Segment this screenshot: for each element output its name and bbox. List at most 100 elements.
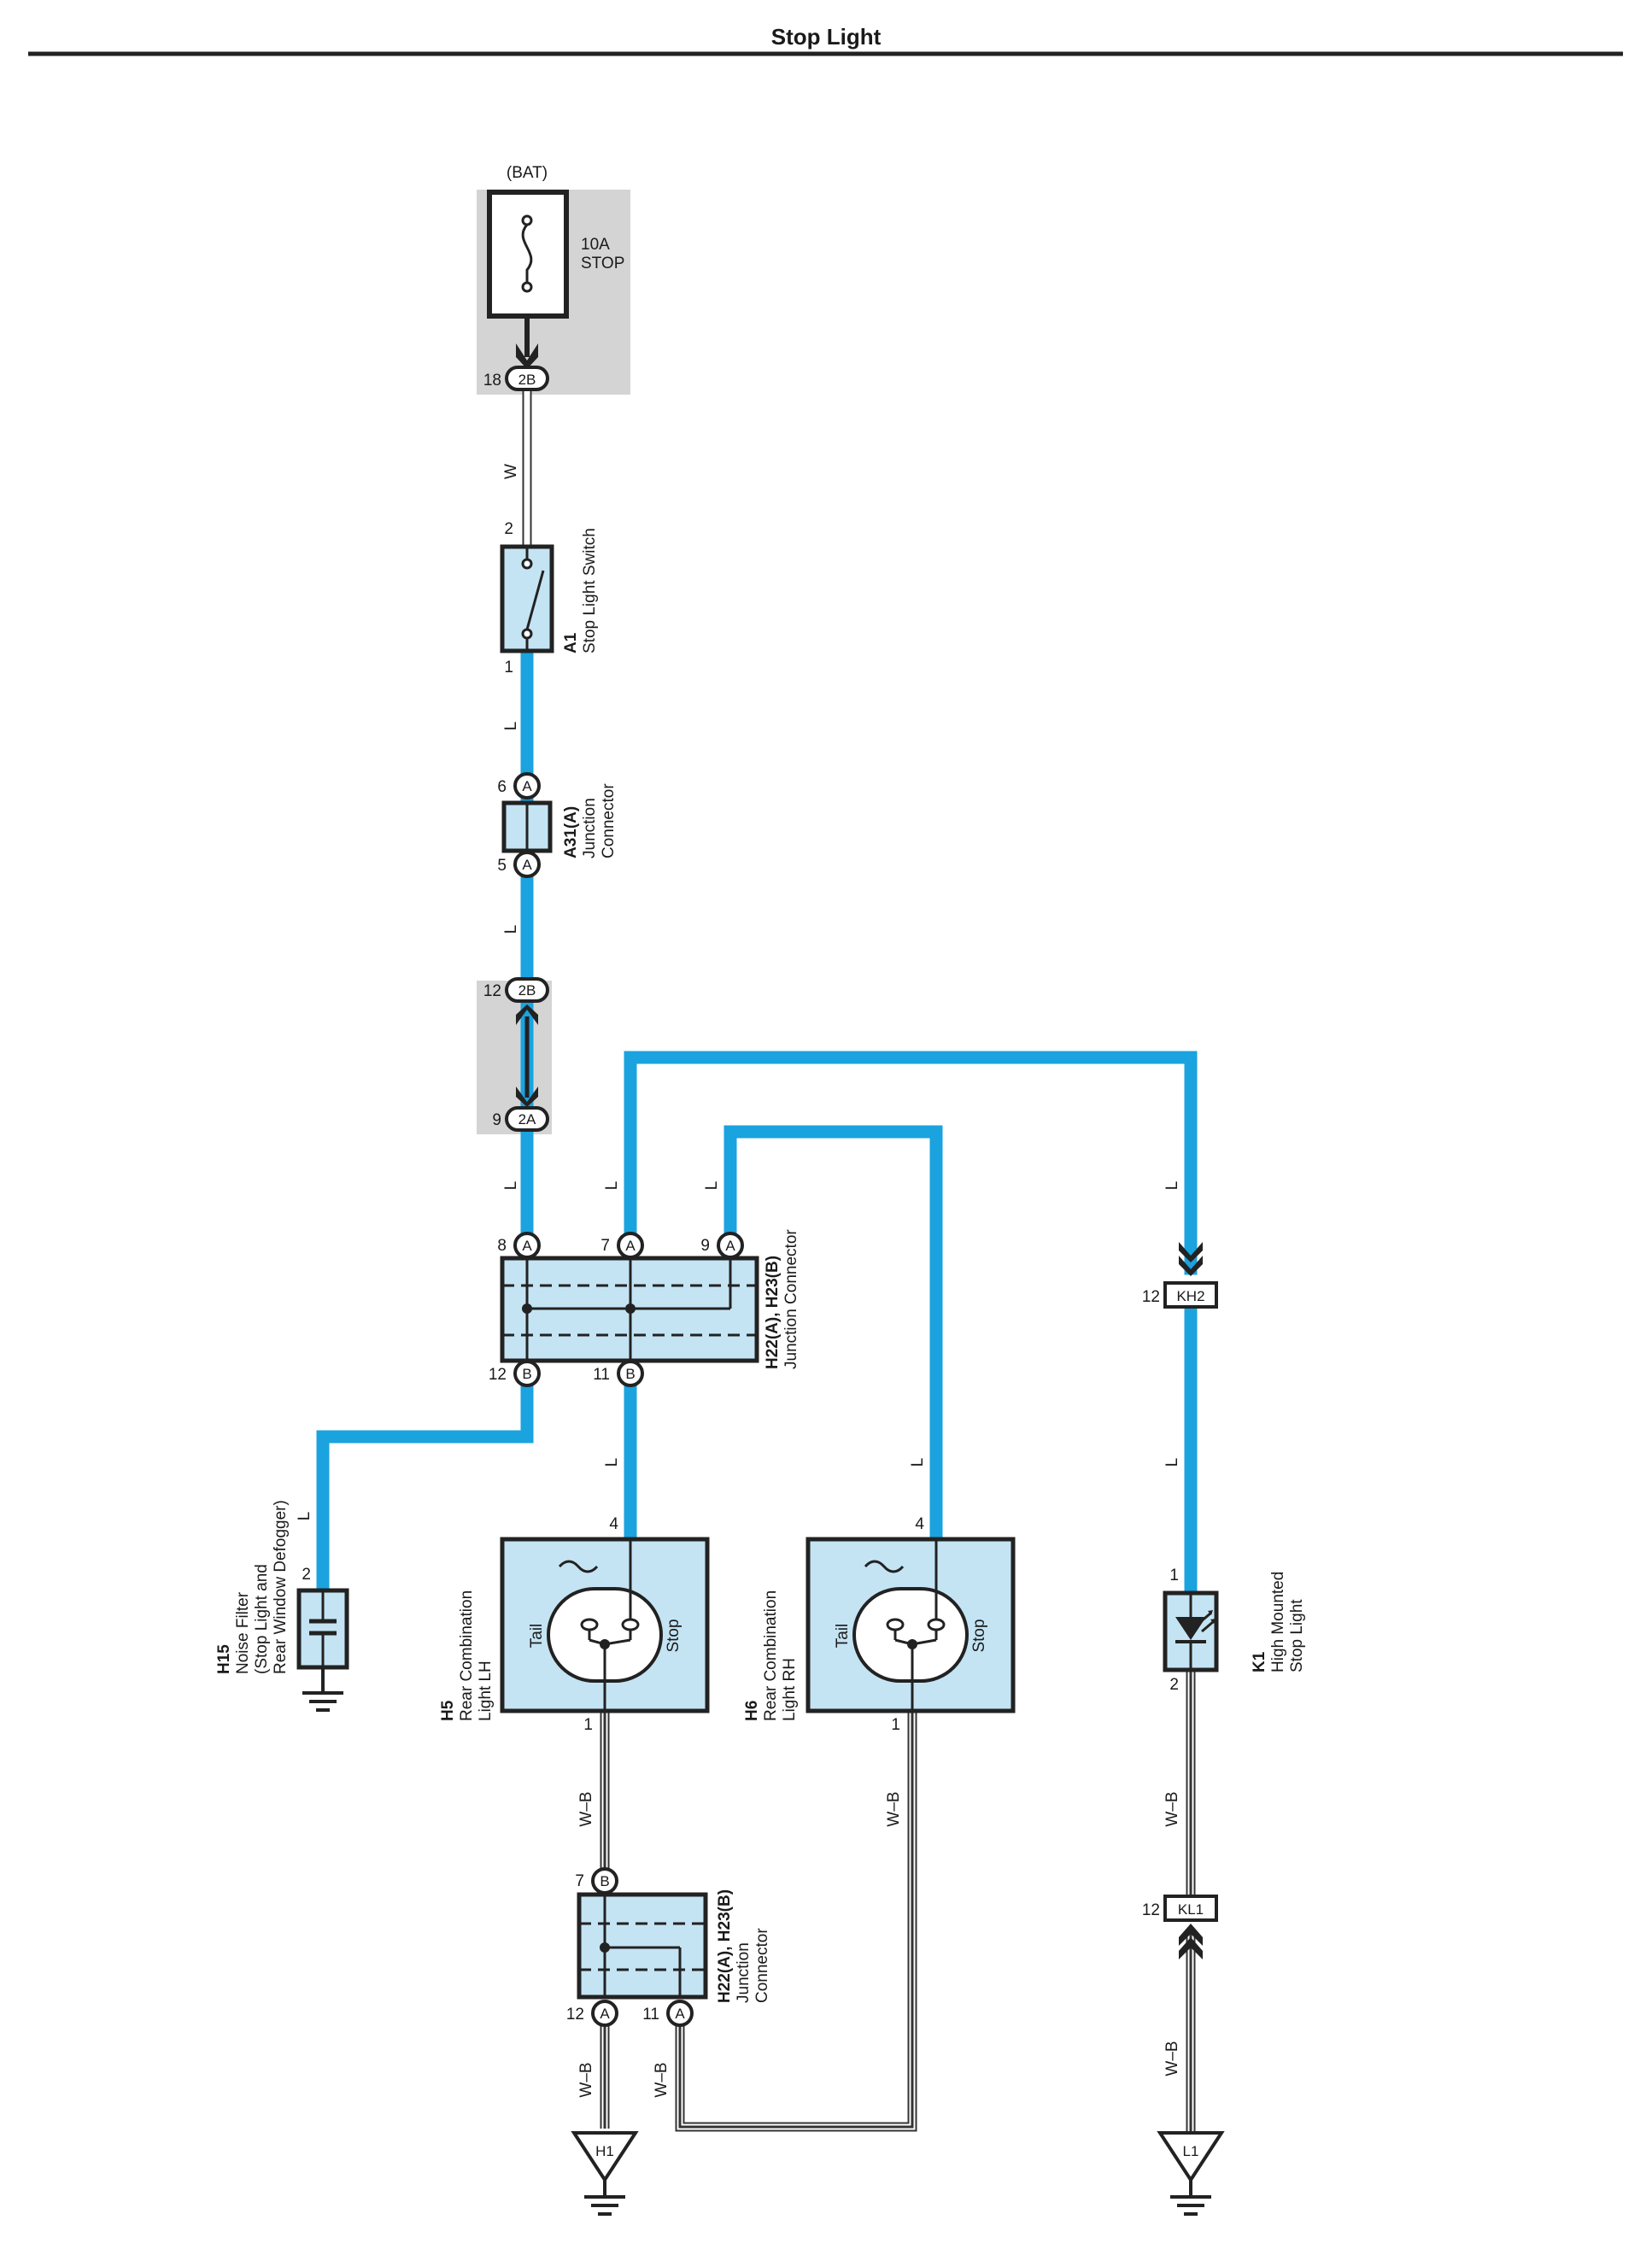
h6-bulb-icon [852, 1539, 969, 1711]
wire-l-label-9: L [1163, 1458, 1181, 1467]
wire-wb-label-1: W–B [577, 1791, 595, 1826]
connector-18-code: 2B [518, 372, 536, 388]
a1-pin-bottom: 1 [504, 659, 513, 676]
h22-lower-code: H22(A), H23(B) [716, 1889, 734, 2003]
junction-up-arrow-icon [516, 1004, 538, 1025]
h15-ground-icon [302, 1667, 343, 1712]
a31-pin-bottom-circle [513, 851, 541, 878]
h5-bulb-icon [547, 1539, 663, 1711]
a1-name: Stop Light Switch [581, 528, 599, 653]
k1-code: K1 [1251, 1651, 1268, 1672]
connector-12-2b [505, 977, 549, 1003]
wire-l-label-2: L [502, 925, 520, 934]
switch-icon [521, 547, 545, 651]
k1-line1: High Mounted [1269, 1572, 1287, 1672]
fuse-source-label: (BAT) [507, 164, 548, 182]
h15-line3: Rear Window Defogger) [272, 1500, 290, 1674]
wire-l-label-10: L [296, 1512, 313, 1521]
led-icon [1175, 1593, 1216, 1670]
wire-wb-label-2: W–B [885, 1791, 903, 1826]
h22-pin-7-letter: A [625, 1238, 636, 1254]
kh2-code: KH2 [1176, 1288, 1204, 1304]
kh2-arrow-icon [1179, 1242, 1203, 1276]
connector-12-code: 2B [518, 982, 536, 999]
h22-lower-pin-top-letter: B [600, 1873, 609, 1889]
h5-tail-label: Tail [528, 1624, 546, 1649]
wire-l-label-5: L [703, 1181, 721, 1191]
wire-wb-label-3: W–B [1163, 1791, 1181, 1826]
fuse-arrow-icon [516, 343, 538, 369]
h22-pin-7: 7 [600, 1237, 610, 1255]
h5-line2: Light LH [477, 1660, 495, 1721]
a31-pin-bottom: 5 [497, 857, 507, 875]
junction-down-arrow-icon [516, 1086, 538, 1107]
kh2-pin: 12 [1142, 1288, 1160, 1306]
connector-9-2a [505, 1106, 549, 1132]
h6-line1: Rear Combination [762, 1590, 780, 1721]
wire-wb-label-5: W–B [653, 2062, 671, 2097]
wire-l-label-4: L [603, 1181, 621, 1191]
h15-line1: Noise Filter [234, 1591, 252, 1674]
a31-pin-bottom-letter: A [522, 857, 532, 873]
h22-pin-8-letter: A [522, 1238, 532, 1254]
ground-l1-label: L1 [1183, 2143, 1199, 2159]
h22-lower-pin-top: 7 [575, 1872, 584, 1890]
a31-code: A31(A) [562, 806, 580, 858]
wire-l-label-1: L [502, 722, 520, 731]
connector-12-pin: 12 [483, 982, 501, 1000]
kl1-pin: 12 [1142, 1901, 1160, 1919]
h22-pin-8: 8 [497, 1237, 507, 1255]
h5-stop-label: Stop [665, 1619, 682, 1652]
h22-lower-pin-12-circle [591, 2000, 618, 2027]
h22-lower-bus [600, 1895, 682, 1997]
h22-pin-9-letter: A [725, 1238, 735, 1254]
h22-main-code: H22(A), H23(B) [764, 1256, 782, 1369]
h22-pin-12-letter: B [522, 1366, 531, 1382]
h6-tail-label: Tail [834, 1624, 852, 1649]
page-title: Stop Light [771, 24, 882, 50]
kl1-code: KL1 [1178, 1901, 1204, 1918]
h6-code: H6 [743, 1701, 761, 1721]
connector-18-pin: 18 [483, 372, 501, 390]
kh2-connector [1163, 1281, 1218, 1309]
h6-pin-bottom: 1 [891, 1716, 900, 1734]
junction-connector-h22-lower [577, 1892, 708, 2000]
h15-line2: (Stop Light and [253, 1564, 271, 1674]
a31-pin-top-circle [513, 772, 541, 800]
h22-lower-pin-12: 12 [566, 2006, 584, 2024]
h22-lower-pin-11: 11 [642, 2006, 659, 2024]
h22-pin-11: 11 [593, 1366, 610, 1384]
h22-pin-11-letter: B [625, 1366, 635, 1382]
wire-l-label-3: L [502, 1181, 520, 1191]
h22-pin-12: 12 [489, 1366, 507, 1384]
k1-line2: Stop Light [1288, 1599, 1306, 1672]
h5-pin-top: 4 [609, 1515, 618, 1533]
wire-wb [600, 1670, 1196, 2132]
h22-lower-line1: Junction [735, 1942, 753, 2003]
h22-main-name: Junction Connector [782, 1229, 800, 1369]
wire-wb-label-4: W–B [577, 2062, 595, 2097]
h22-lower-pin-12-letter: A [600, 2006, 610, 2022]
connector-18-2b [505, 366, 549, 391]
capacitor-icon [309, 1590, 337, 1667]
h22-pin-9: 9 [700, 1237, 710, 1255]
h5-code: H5 [439, 1700, 457, 1721]
h22-lower-pin-11-circle [666, 2000, 694, 2027]
h22-lower-line2: Connector [753, 1928, 771, 2003]
h15-code: H15 [215, 1644, 233, 1674]
wire-l-main [316, 644, 1198, 1600]
h5-line1: Rear Combination [458, 1590, 476, 1721]
kl1-arrow-icon [1179, 1924, 1203, 1959]
ground-l1-icon [1157, 2131, 1225, 2216]
wire-l-label-6: L [1163, 1181, 1181, 1191]
h6-line2: Light RH [781, 1658, 799, 1721]
ground-h1-icon [571, 2131, 639, 2216]
ground-h1-label: H1 [595, 2143, 614, 2159]
connector-9-code: 2A [518, 1111, 536, 1128]
a31-line2: Connector [600, 783, 618, 858]
h6-pin-top: 4 [915, 1515, 924, 1533]
h22-pin-12-circle [513, 1360, 541, 1387]
h15-pin: 2 [302, 1566, 311, 1584]
h5-pin-bottom: 1 [583, 1716, 593, 1734]
a1-pin-top: 2 [504, 520, 513, 538]
